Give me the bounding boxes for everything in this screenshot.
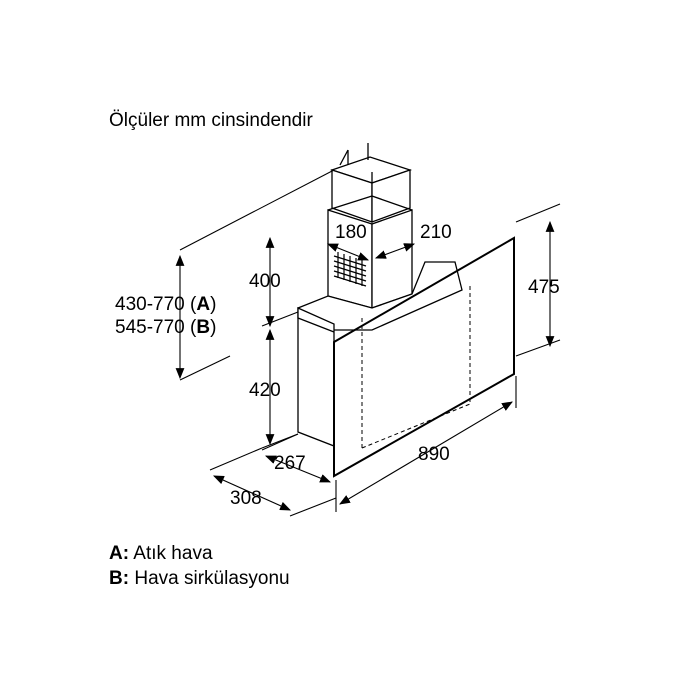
dim-label-chimney-height: 400 [249,271,281,292]
legend-key-b: B: [109,568,130,589]
dim-panel-height [515,203,561,357]
dim-depth-outer [209,447,337,517]
dim-label-chimney-width: 180 [335,222,367,243]
dim-label-range-a: 430-770 (A) [115,294,216,315]
legend-text-a: Atık hava [133,543,213,564]
dim-chimney-depth [374,243,416,259]
legend-item-b: B: Hava sirkülasyonu [109,568,290,590]
dim-chimney-width [326,243,370,261]
hood-body [297,261,463,447]
dim-label-width: 890 [418,444,450,465]
dim-total-height-range [175,169,335,381]
legend-item-a: A: Atık hava [109,543,213,565]
dim-chimney-height [261,236,299,328]
dim-label-depth-inner: 267 [274,453,306,474]
dim-width [335,376,517,512]
dim-label-panel-height: 475 [528,277,560,298]
dim-label-chimney-depth: 210 [420,222,452,243]
legend-key-a: A: [109,543,130,564]
units-caption: Ölçüler mm cinsindendir [109,110,313,131]
dim-label-range-b: 545-770 (B) [115,317,216,338]
chimney-top-section [329,143,413,223]
dim-label-body-height: 420 [249,380,281,401]
legend-text-b: Hava sirkülasyonu [134,568,290,589]
dim-depth-inner [261,433,332,483]
dim-label-depth-outer: 308 [230,488,262,509]
glass-panel [333,236,515,478]
